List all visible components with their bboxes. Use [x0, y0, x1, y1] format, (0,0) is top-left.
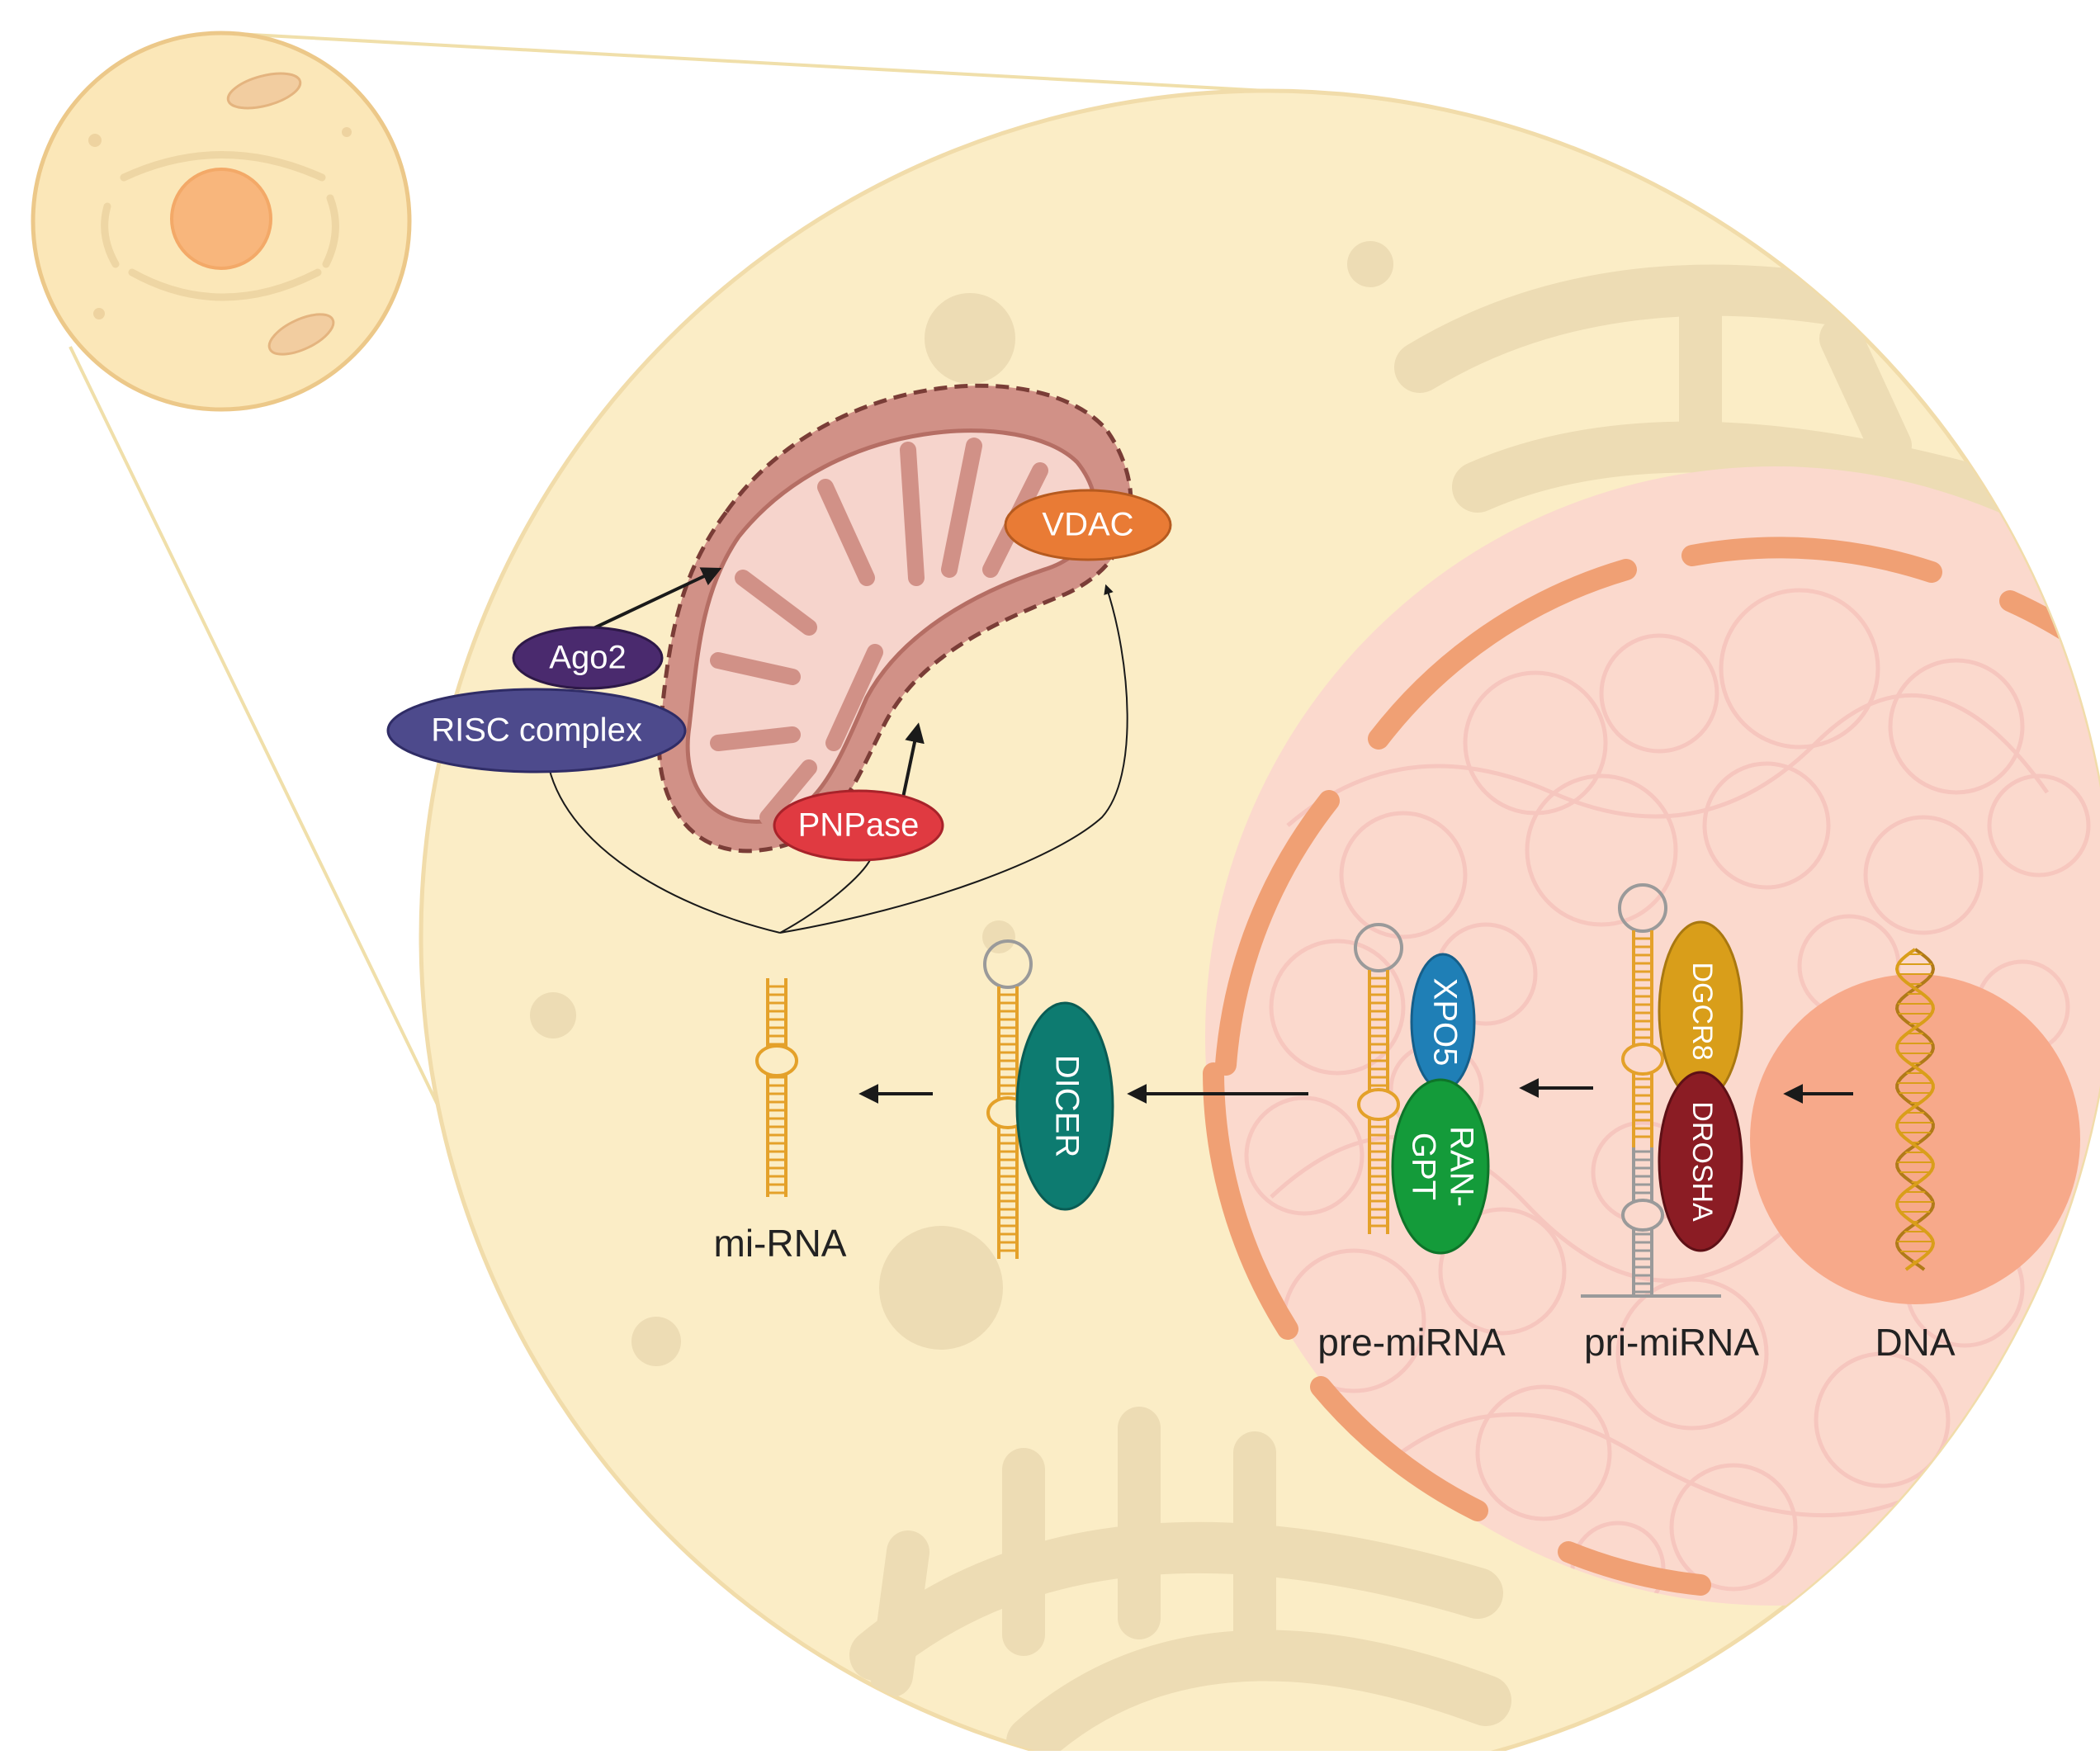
zoom-line-bottom — [69, 346, 464, 1157]
overview-nucleus — [170, 168, 272, 270]
mito-arrows — [548, 567, 1128, 934]
risc-label: RISC complex — [431, 712, 642, 749]
chromatin — [1244, 588, 2091, 1606]
dicer-complex: DICER — [983, 939, 1114, 1259]
dicer-label: DICER — [1048, 1055, 1085, 1157]
mitochondrion — [657, 383, 1133, 854]
ran-gpt-label-line2: GPT — [1405, 1133, 1441, 1200]
cytoplasm-organelles — [504, 241, 2073, 1755]
process-arrows — [858, 1078, 1853, 1104]
dgcr8-label: DGCR8 — [1686, 962, 1718, 1060]
dicer-protein — [1015, 1001, 1114, 1211]
overview-mitochondrion-1 — [226, 72, 302, 110]
ago2-label: Ago2 — [549, 640, 626, 676]
drosha-label: DROSHA — [1686, 1101, 1718, 1222]
ran-gpt-protein — [1391, 1078, 1490, 1255]
mature-mirna — [755, 978, 798, 1197]
dna-helix — [1894, 948, 1936, 1271]
vdac-label: VDAC — [1042, 507, 1133, 543]
pre-mirna-complex: XPO5 RAN- GPT — [1354, 923, 1490, 1255]
pnpase-pill: PNPase — [773, 789, 944, 862]
mirna-label: mi-RNA — [714, 1222, 847, 1265]
risc-complex-pill: RISC complex — [386, 688, 687, 773]
ago2-pill: Ago2 — [512, 626, 664, 690]
ran-gpt-label-line1: RAN- — [1443, 1126, 1479, 1207]
vdac-pill: VDAC — [1004, 489, 1172, 561]
zoom-line-top — [220, 31, 1268, 92]
nuclear-envelope — [1203, 537, 2091, 1596]
overview-mitochondrion-2 — [267, 313, 335, 356]
drosha-protein — [1658, 1071, 1743, 1252]
dna-region — [1750, 974, 2080, 1304]
pre-mirna-label: pre-miRNA — [1317, 1321, 1506, 1364]
xpo5-label: XPO5 — [1426, 978, 1463, 1067]
pri-mirna-complex: DGCR8 DROSHA — [1581, 883, 1743, 1298]
dna-label: DNA — [1875, 1321, 1955, 1364]
pnpase-label: PNPase — [798, 807, 920, 844]
inner-membrane — [685, 428, 1098, 824]
pri-mirna-label: pri-miRNA — [1584, 1321, 1759, 1364]
overview-cell — [31, 31, 412, 412]
